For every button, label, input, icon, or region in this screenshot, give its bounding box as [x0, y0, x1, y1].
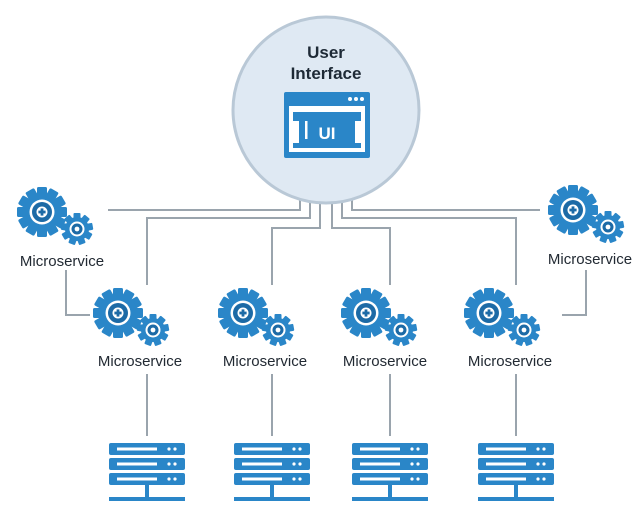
ui-window-icon: UI	[284, 92, 370, 158]
microservice-label: Microservice	[20, 253, 104, 270]
connector-ui-to-microservice-1	[146, 198, 311, 285]
gear-icon	[548, 185, 624, 243]
connector-ui-to-microservice-top-right	[351, 198, 540, 211]
microservice-top-right: Microservice	[548, 185, 632, 268]
microservice-label: Microservice	[98, 353, 182, 370]
microservice-label: Microservice	[223, 353, 307, 370]
user-interface-node: User Interface UI	[231, 15, 421, 205]
microservice-label: Microservice	[468, 353, 552, 370]
gear-icon	[464, 288, 540, 346]
server-icon	[478, 443, 554, 501]
microservice-label: Microservice	[548, 251, 632, 268]
connector-ui-to-microservice-top-left	[108, 198, 301, 211]
ui-window-label: UI	[319, 124, 336, 143]
gear-icon	[93, 288, 169, 346]
gear-icon	[218, 288, 294, 346]
ui-title-line1: User	[307, 43, 345, 62]
connector-top-left-to-microservice-1	[65, 270, 90, 316]
gear-icon	[17, 187, 93, 245]
server-icon	[109, 443, 185, 501]
server-icon	[352, 443, 428, 501]
microservice-1: Microservice	[93, 288, 182, 370]
microservice-3: Microservice	[341, 288, 427, 370]
connector-ui-to-microservice-3	[331, 198, 391, 285]
ui-title-line2: Interface	[291, 64, 362, 83]
microservice-4: Microservice	[464, 288, 552, 370]
microservice-label: Microservice	[343, 353, 427, 370]
gear-icon	[341, 288, 417, 346]
connector-lines	[65, 198, 587, 436]
server-icon	[234, 443, 310, 501]
connector-ui-to-microservice-4	[341, 198, 517, 285]
microservice-top-left: Microservice	[17, 187, 104, 270]
connector-ui-to-microservice-2	[271, 198, 321, 285]
microservice-2: Microservice	[218, 288, 307, 370]
connector-top-right-to-microservice-4	[562, 270, 587, 316]
